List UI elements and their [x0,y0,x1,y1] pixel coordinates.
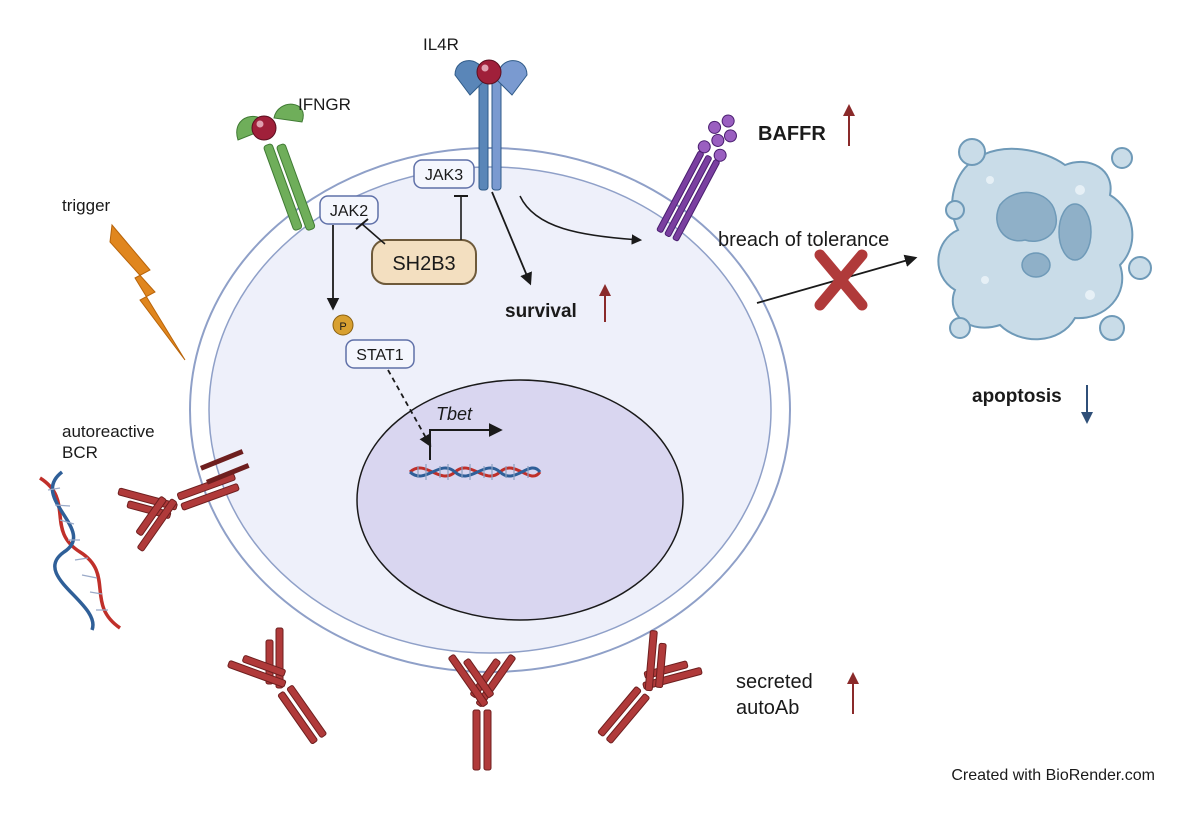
apoptosis-label: apoptosis [972,386,1062,407]
baffr-receptor [656,114,737,242]
jak2-box [319,195,379,225]
phospho-group [332,314,354,336]
credit-text: Created with BioRender.com [951,767,1155,784]
ifngr-receptor [236,103,316,231]
trigger-label: trigger [62,196,111,215]
stat1-box [345,339,415,369]
secreted-label-line2: autoAb [736,697,799,719]
apoptotic-cell [937,138,1152,341]
secreted-label-line1: secreted [736,671,813,693]
sh2b3-inhibition-jak3 [454,195,468,240]
ifngr-label: IFNGR [298,95,351,114]
il4r-label: IL4R [423,35,459,54]
jak3-label: JAK3 [425,167,463,184]
secreted-antibody-1 [221,619,348,760]
survival-label: survival [505,301,577,322]
tbet-label: Tbet [436,404,473,424]
baffr-label: BAFFR [758,123,826,145]
tbet-transcription-arrow [429,423,503,460]
stat1-label: STAT1 [356,347,404,364]
autoreactive-label-line1: autoreactive [62,422,155,441]
dna-helix-autoantigen [39,470,122,631]
breach-label: breach of tolerance [718,229,889,251]
dna-helix-nuclear [408,464,542,480]
lightning-bolt-icon [109,223,186,361]
il4r-to-survival-arrow [491,191,532,286]
blocked-cross-icon [814,249,868,311]
autoreactive-label-line2: BCR [62,443,98,462]
sh2b3-label: SH2B3 [392,253,455,275]
autoreactive-bcr [109,449,250,556]
il4r-receptor [454,59,528,191]
phospho-label: P [339,321,346,333]
il4r-to-baffr-arrow [519,195,643,245]
nucleus [356,379,684,621]
jak2-label: JAK2 [330,203,368,220]
jak3-box [413,159,475,189]
sh2b3-inhibition-jak2 [355,218,386,245]
sh2b3-box [371,239,477,285]
